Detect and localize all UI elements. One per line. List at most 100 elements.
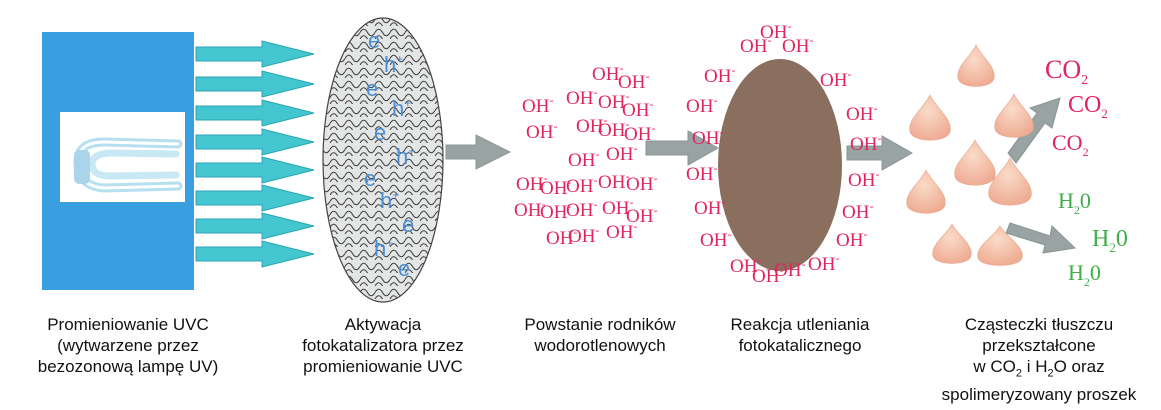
hydroxyl-radical-ring: OH-OH-OH-OH-OH-OH-OH-OH-OH-OH-OH-OH-OH-O… [686,19,881,287]
uv-lamp-tube-icon [60,112,185,202]
caption-stage5-line3: w CO2 i H2O oraz [920,356,1158,384]
caption-stage1-line1: Promieniowanie UVC [47,315,209,334]
hydroxyl-radical-21: OH- [602,195,633,219]
fat-droplet-icon-6 [988,157,1032,206]
surface-hydroxyl-2: OH- [760,19,791,43]
co2-label-1: CO2 [1045,55,1088,88]
electron-label-5: e [374,120,386,145]
caption-stage1-line3: bezozonową lampę UV) [37,357,219,376]
hydroxyl-radical-9: OH- [598,117,629,141]
process-arrow-3 [846,135,914,171]
fat-droplet-icon-8 [977,225,1023,266]
hydroxyl-radical-19: OH- [540,199,571,223]
hydroxyl-radical-10: OH- [624,121,655,145]
uv-arrow-1 [195,40,315,68]
surface-hydroxyl-19: OH- [808,251,839,275]
h2o-label-1: H20 [1058,188,1091,217]
uv-arrow-4 [195,128,315,156]
hydroxyl-radical-18: OH- [514,197,545,221]
caption-stage4-line2: fotokatalicznego [738,336,862,355]
hydroxyl-radical-5: OH- [598,89,629,113]
uv-arrow-2 [195,70,315,98]
caption-stage5-o-oraz: O oraz [1053,357,1105,376]
surface-hydroxyl-18: OH- [774,257,805,281]
uv-arrow-group [195,40,315,268]
caption-stage2-line1: Aktywacja [344,315,422,334]
hydroxyl-radical-6: OH- [622,97,653,121]
hydroxyl-radical-14: OH- [540,175,571,199]
hydroxyl-radical-12: OH- [606,141,637,165]
h2o-label-2: H20 [1092,226,1128,255]
surface-hydroxyl-3: OH- [782,33,813,57]
caption-stage5-line4: spolimeryzowany proszek [941,385,1137,405]
caption-stage5-line2: przekształcone [982,336,1096,355]
surface-hydroxyl-11: OH- [848,167,879,191]
surface-hydroxyl-4: OH- [704,63,735,87]
co2-label-3: CO2 [1052,130,1089,159]
caption-stage5-w-co: w CO [973,357,1016,376]
electron-label-11: e [398,256,410,281]
surface-hydroxyl-12: OH- [694,195,725,219]
process-arrows [445,97,1077,254]
surface-hydroxyl-13: OH- [842,199,873,223]
surface-hydroxyl-1: OH- [740,33,771,57]
uv-arrow-7 [195,212,315,240]
fat-droplet-icon-3 [994,93,1034,138]
hydroxyl-radical-3: OH- [618,69,649,93]
hydroxyl-radical-23: OH- [546,225,577,249]
hydroxyl-radical-15: OH- [566,173,597,197]
hydroxyl-radical-7: OH- [526,119,557,143]
uv-arrow-3 [195,99,315,127]
electron-hole-labels: eh+eh+eh+eh+eh+e [364,28,415,281]
caption-hydroxyl-radicals: Powstanie rodników wodorotlenowych [500,314,700,356]
caption-stage1-line2: (wytwarzene przez [57,336,199,355]
photocatalyst-mesh-icon [322,17,444,303]
photocatalysis-diagram: eh+eh+eh+eh+eh+e OH-OH-OH-OH-OH-OH-OH-OH… [42,17,1128,303]
process-arrow-co2 [1007,97,1061,164]
surface-hydroxyl-16: OH- [730,253,761,277]
hydroxyl-radical-13: OH- [516,171,547,195]
catalyst-particle-icon [718,59,842,271]
surface-hydroxyl-15: OH- [836,227,867,251]
uv-arrow-8 [195,240,315,268]
fat-droplet-icon-1 [957,44,995,87]
surface-hydroxyl-7: OH- [846,101,877,125]
surface-hydroxyl-17: OH- [752,263,783,287]
fat-droplet-icon-4 [954,139,996,186]
process-arrow-1 [445,134,512,170]
fat-droplet-icon-2 [909,94,951,141]
hydroxyl-radical-25: OH- [606,219,637,243]
caption-stage3-line2: wodorotlenowych [534,336,666,355]
caption-photocatalytic-oxidation: Reakcja utleniania fotokatalicznego [702,314,898,356]
caption-stage3-line1: Powstanie rodników [524,315,676,334]
hydroxyl-radical-8: OH- [576,113,607,137]
uv-arrow-6 [195,184,315,212]
hydroxyl-radical-1: OH- [566,85,597,109]
caption-stage5-line1: Cząsteczki tłuszczu [964,315,1114,334]
h2o-label-3: H20 [1068,260,1101,289]
process-arrow-2 [645,130,720,166]
surface-hydroxyl-14: OH- [700,227,731,251]
hydroxyl-radical-24: OH- [568,223,599,247]
fat-droplet-icon-5 [906,169,946,214]
surface-hydroxyl-10: OH- [686,161,717,185]
co2-label-2: CO2 [1068,92,1108,121]
caption-photocatalyst-activation: Aktywacja fotokatalizatora przez promien… [268,314,498,377]
hydroxyl-radical-cloud: OH-OH-OH-OH-OH-OH-OH-OH-OH-OH-OH-OH-OH-O… [514,61,657,249]
electron-label-1: e [368,28,380,53]
caption-stage2-line2: fotokatalizatora przez [302,336,464,355]
hydroxyl-radical-17: OH- [626,171,657,195]
hydroxyl-radical-20: OH- [566,197,597,221]
hydroxyl-radical-16: OH- [598,169,629,193]
uv-arrow-5 [195,156,315,184]
electron-label-7: e [364,166,376,191]
electron-label-9: e [402,212,414,237]
surface-hydroxyl-5: OH- [820,67,851,91]
hydroxyl-radical-2: OH- [592,61,623,85]
caption-stage5-sub2: 2 [1047,367,1054,380]
caption-fat-conversion: Cząsteczki tłuszczu przekształcone w CO 2… [920,314,1158,405]
hydroxyl-radical-11: OH- [568,147,599,171]
hydroxyl-radical-4: OH- [522,93,553,117]
caption-stage2-line3: promieniowanie UVC [303,357,463,376]
